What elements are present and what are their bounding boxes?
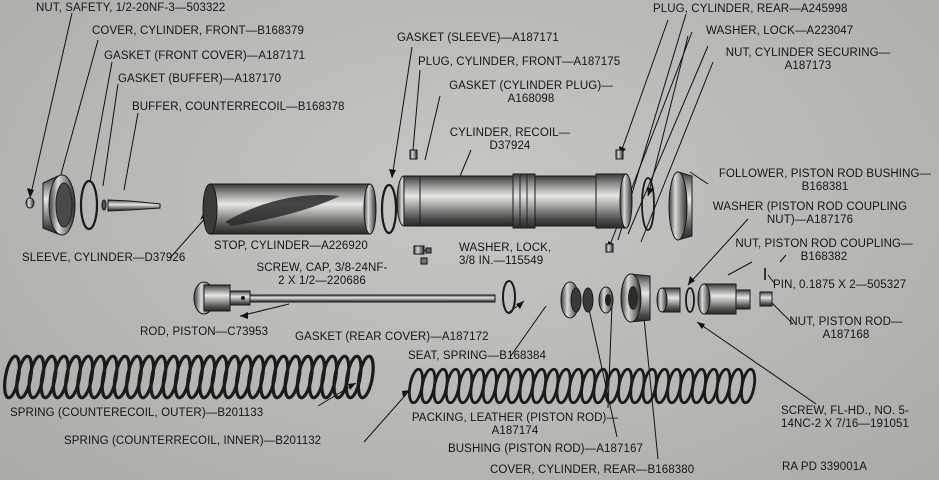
rear-gasket-washer [641, 177, 655, 231]
securing-nut [668, 171, 693, 241]
label-rear-cover: COVER, CYLINDER, REAR—B168380 [490, 464, 695, 476]
coupling-pin [764, 268, 766, 280]
front-cover [42, 174, 76, 236]
piston-rod [193, 281, 496, 315]
label-rear-cover-gasket: GASKET (REAR COVER)—A187172 [295, 331, 489, 343]
label-recoil-cylinder: CYLINDER, RECOIL— D37924 [440, 127, 580, 153]
label-cylinder-plug-gasket: GASKET (CYLINDER PLUG)— A168098 [426, 80, 636, 106]
recoil-cylinder [396, 173, 633, 229]
rear-cover-gasket [502, 280, 516, 314]
label-coupling-nut-line1: NUT, PISTON ROD COUPLING— [735, 238, 913, 250]
label-lock-washer-small-line2: 3/8 IN.—115549 [459, 255, 544, 267]
label-buffer-gasket: GASKET (BUFFER)—A187170 [118, 73, 282, 85]
label-cylinder-stop: STOP, CYLINDER—A226920 [214, 240, 368, 252]
label-leather-packing-line1: PACKING, LEATHER (PISTON ROD)— [411, 412, 619, 424]
label-spring-seat: SEAT, SPRING—B168384 [408, 350, 546, 362]
label-fl-screw-line2: 14NC-2 X 7/16—191051 [781, 418, 909, 430]
label-safety-nut: NUT, SAFETY, 1/2-20NF-3—503322 [36, 2, 226, 14]
label-piston-rod-nut: NUT, PISTON ROD— A187168 [776, 316, 916, 342]
label-cylinder-plug-gasket-line2: A168098 [507, 93, 555, 105]
label-follower: FOLLOWER, PISTON ROD BUSHING— B168381 [714, 168, 936, 194]
label-lock-washer-small: WASHER, LOCK, 3/8 IN.—115549 [459, 242, 551, 268]
label-cap-screw-line2: 2 X 1/2—220686 [278, 275, 366, 287]
label-cap-screw-line1: SCREW, CAP, 3/8-24NF- [256, 262, 388, 274]
label-securing-nut: NUT, CYLINDER SECURING— A187173 [698, 47, 918, 73]
label-coupling-nut: NUT, PISTON ROD COUPLING— B168382 [713, 238, 935, 264]
cylinder-stop [413, 245, 432, 265]
piston-rod-bushing [598, 286, 614, 314]
label-rear-plug: PLUG, CYLINDER, REAR—A245998 [653, 3, 848, 15]
buffer-gasket [101, 199, 107, 211]
label-cylinder-plug-gasket-line1: GASKET (CYLINDER PLUG)— [449, 80, 613, 92]
label-cap-screw: SCREW, CAP, 3/8-24NF- 2 X 1/2—220686 [232, 262, 412, 288]
label-coupling-washer: WASHER (PISTON ROD COUPLING NUT)—A187176 [700, 201, 920, 227]
leather-packing [582, 287, 594, 313]
bushing-follower [656, 287, 681, 313]
label-front-plug: PLUG, CYLINDER, FRONT—A187175 [418, 56, 621, 68]
leader-lines [29, 12, 817, 460]
label-lock-washer: WASHER, LOCK—A223047 [706, 25, 854, 37]
spring-outer [3, 354, 375, 400]
label-coupling-nut-line2: B168382 [800, 251, 848, 263]
label-coupling-washer-line1: WASHER (PISTON ROD COUPLING [712, 201, 908, 213]
label-securing-nut-line2: A187173 [784, 60, 832, 72]
spring-inner [407, 367, 757, 405]
label-follower-line1: FOLLOWER, PISTON ROD BUSHING— [718, 168, 932, 180]
label-pin: PIN, 0.1875 X 2—505327 [773, 279, 907, 291]
counterrecoil-buffer [107, 199, 161, 212]
label-leather-packing: PACKING, LEATHER (PISTON ROD)— A187174 [404, 412, 626, 438]
label-spring-inner: SPRING (COUNTERRECOIL, INNER)—B201132 [64, 435, 322, 447]
label-bushing: BUSHING (PISTON ROD)—A187167 [448, 443, 643, 455]
piston-rod-nut [759, 291, 773, 307]
label-spring-outer: SPRING (COUNTERECOIL, OUTER)—B201133 [10, 407, 264, 419]
label-coupling-washer-line2: NUT)—A187176 [766, 214, 854, 226]
label-front-cover-gasket: GASKET (FRONT COVER)—A187171 [104, 50, 306, 62]
label-fl-screw: SCREW, FL-HD., NO. 5- 14NC-2 X 7/16—1910… [760, 405, 930, 431]
label-front-cover: COVER, CYLINDER, FRONT—B168379 [92, 25, 304, 37]
cylinder-sleeve [202, 183, 377, 235]
label-leather-packing-line2: A187174 [491, 425, 539, 437]
sleeve-gasket [380, 183, 398, 235]
label-ra-pd: RA PD 339001A [782, 461, 868, 473]
rear-cover [620, 273, 651, 323]
coupling-nut [697, 283, 751, 315]
front-cover-gasket [79, 179, 99, 231]
label-recoil-cylinder-line2: D37924 [489, 140, 531, 152]
label-piston-rod: ROD, PISTON—C73953 [140, 326, 269, 338]
coupling-washer [685, 287, 695, 313]
label-buffer: BUFFER, COUNTERRECOIL—B168378 [132, 101, 345, 113]
label-recoil-cylinder-line1: CYLINDER, RECOIL— [449, 127, 571, 139]
label-piston-rod-nut-line2: A187168 [822, 329, 870, 341]
cylinder-plugs [409, 149, 624, 253]
label-fl-screw-line1: SCREW, FL-HD., NO. 5- [781, 405, 909, 417]
spring-seat [560, 281, 582, 319]
spring-coil [356, 354, 375, 400]
safety-nut [25, 197, 35, 209]
label-securing-nut-line1: NUT, CYLINDER SECURING— [725, 47, 891, 59]
label-sleeve: SLEEVE, CYLINDER—D37926 [22, 252, 186, 264]
label-piston-rod-nut-line1: NUT, PISTON ROD— [789, 316, 903, 328]
label-follower-line2: B168381 [801, 181, 849, 193]
spring-coil [740, 367, 757, 405]
label-lock-washer-small-line1: WASHER, LOCK, [459, 242, 552, 254]
label-sleeve-gasket: GASKET (SLEEVE)—A187171 [397, 32, 559, 44]
